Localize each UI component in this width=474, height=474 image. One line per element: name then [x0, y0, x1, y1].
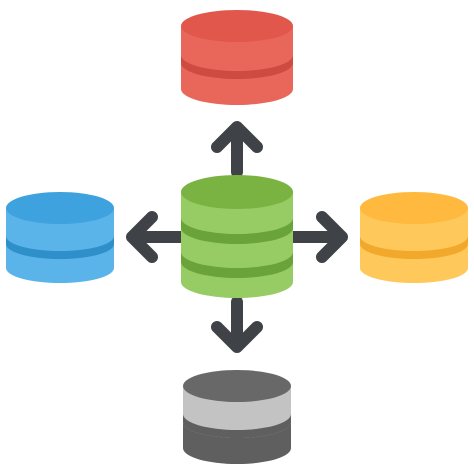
- database-icon-right: [360, 192, 468, 283]
- arrow-up-icon: [211, 121, 263, 178]
- arrows: [126, 121, 348, 353]
- database-icon-left: [6, 192, 114, 283]
- database-icon-top: [181, 10, 293, 105]
- arrow-left-icon: [126, 211, 188, 263]
- database-icon-center: [181, 175, 293, 298]
- arrow-right-icon: [286, 211, 348, 263]
- database-icon-bottom: [183, 370, 291, 464]
- arrow-down-icon: [211, 296, 263, 353]
